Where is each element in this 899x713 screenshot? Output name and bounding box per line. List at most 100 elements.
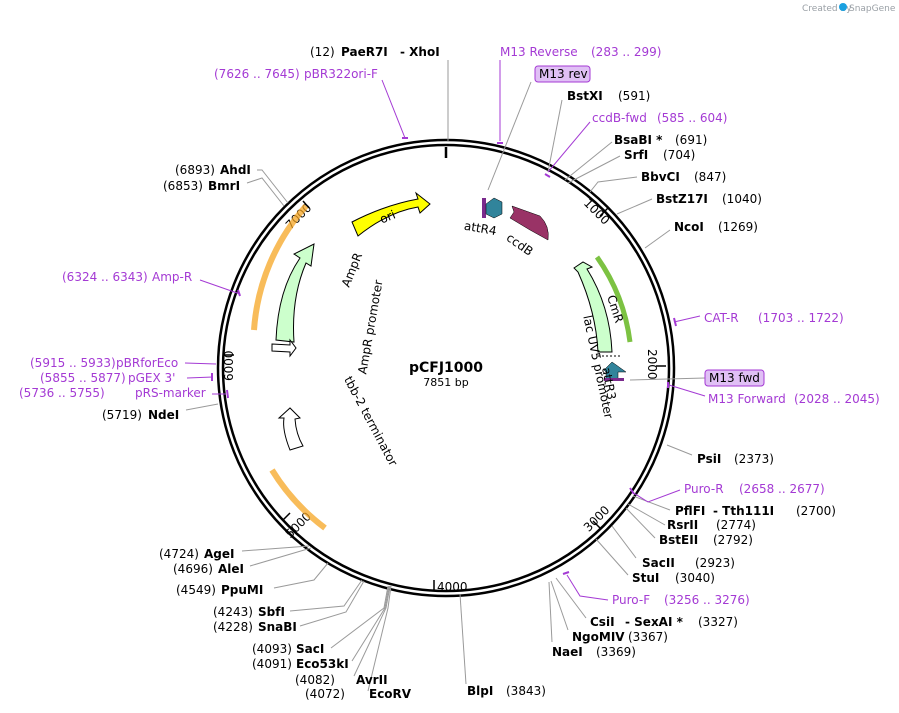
enzyme-ecorv[interactable]: (4072) EcoRV — [305, 687, 412, 701]
enzyme-naei-name: NaeI — [552, 645, 583, 659]
line-puror — [631, 489, 681, 503]
enzyme-sacii-pos: (2923) — [695, 556, 735, 570]
enzyme-bstz17i-name: BstZ17I — [656, 192, 708, 206]
line-ngomiv — [550, 580, 569, 631]
primer-ampr-range: (6324 .. 6343) — [62, 270, 148, 284]
line-saci — [330, 585, 389, 649]
enzyme-ahdi-name: AhdI — [220, 163, 251, 177]
primer-m13fwd[interactable]: M13 fwd M13 Forward (2028 .. 2045) — [704, 369, 880, 406]
enzyme-ndei-name: NdeI — [148, 408, 179, 422]
line-m13rev-box — [487, 81, 532, 191]
enzyme-rsrii[interactable]: RsrII (2774) — [667, 518, 756, 532]
brand-created-by: Created by — [802, 4, 852, 14]
enzyme-snabi[interactable]: (4228) SnaBI — [213, 620, 297, 634]
enzyme-sacii[interactable]: SacII (2923) — [642, 556, 735, 570]
snapgene-logo-icon — [839, 3, 847, 11]
primer-m13rev-box-label: M13 rev — [539, 67, 588, 81]
primer-prsmarker[interactable]: (5736 .. 5755) pRS-marker — [19, 386, 206, 400]
tick-label-2000: 2000 — [645, 349, 659, 380]
enzyme-blpi-name: BlpI — [467, 684, 493, 698]
enzyme-avrii-name: AvrII — [356, 673, 388, 687]
primer-pgex3[interactable]: (5855 .. 5877) pGEX 3' — [40, 371, 175, 385]
enzyme-eco53ki[interactable]: (4091) Eco53kI — [252, 657, 349, 671]
enzyme-srfi[interactable]: SrfI (704) — [624, 148, 695, 162]
enzyme-naei[interactable]: NaeI (3369) — [552, 645, 636, 659]
enzyme-agei-name: AgeI — [204, 547, 234, 561]
ampr-primer-mark — [237, 289, 241, 297]
enzyme-alei[interactable]: (4696) AleI — [173, 562, 244, 576]
enzyme-paer7i[interactable]: (12) PaeR7I - XhoI — [310, 45, 440, 59]
line-stui — [595, 538, 629, 576]
primer-catr[interactable]: CAT-R (1703 .. 1722) — [704, 311, 844, 325]
primer-purof[interactable]: Puro-F (3256 .. 3276) — [612, 593, 750, 607]
enzyme-alei-name: AleI — [218, 562, 244, 576]
enzyme-ngomiv[interactable]: NgoMIV (3367) — [572, 630, 668, 644]
enzyme-bsabi[interactable]: BsaBI * (691) — [614, 133, 707, 147]
enzyme-bstz17i[interactable]: BstZ17I (1040) — [656, 192, 762, 206]
enzyme-blpi[interactable]: BlpI (3843) — [467, 684, 546, 698]
enzyme-psii[interactable]: PsiI (2373) — [697, 452, 774, 466]
primer-pbr322ori[interactable]: (7626 .. 7645) pBR322ori-F — [214, 67, 378, 81]
enzyme-stui[interactable]: StuI (3040) — [632, 571, 715, 585]
plasmid-name: pCFJ1000 — [409, 360, 483, 376]
line-ampr-primer — [199, 279, 241, 295]
primer-m13rev[interactable]: M13 Reverse (283 .. 299) M13 rev — [500, 45, 661, 83]
enzyme-saci-name: SacI — [296, 642, 324, 656]
enzyme-bsteii[interactable]: BstEII (2792) — [659, 533, 753, 547]
enzyme-srfi-pos: (704) — [663, 148, 695, 162]
primer-prsmarker-range: (5736 .. 5755) — [19, 386, 105, 400]
enzyme-snabi-pos: (4228) — [213, 620, 253, 634]
line-pbr322ori — [381, 79, 406, 139]
prsmarker-mark — [226, 389, 229, 399]
primer-m13fwd-box-label: M13 fwd — [709, 371, 760, 385]
enzyme-ppumi[interactable]: (4549) PpuMI — [176, 583, 263, 597]
enzyme-eco53ki-name: Eco53kI — [296, 657, 349, 671]
enzyme-bstxi-pos: (591) — [618, 89, 650, 103]
primer-m13rev-range: (283 .. 299) — [591, 45, 661, 59]
tick-mark-5000 — [282, 512, 291, 521]
enzyme-ahdi[interactable]: (6893) AhdI — [175, 163, 251, 177]
enzyme-sbfi[interactable]: (4243) SbfI — [213, 605, 285, 619]
line-bsteii — [625, 507, 656, 539]
feature-attr4-label: attR4 — [463, 219, 498, 238]
enzyme-paer7i-name: PaeR7I — [341, 45, 388, 59]
enzyme-ngomiv-name: NgoMIV — [572, 630, 625, 644]
tick-label-4000: 4000 — [437, 580, 468, 594]
green-band-cmr — [594, 255, 633, 343]
primer-puror-name: Puro-R — [684, 482, 724, 496]
enzyme-bbvci[interactable]: BbvCI (847) — [641, 170, 726, 184]
primer-puror-range: (2658 .. 2677) — [739, 482, 825, 496]
enzyme-ndei-pos: (5719) — [102, 408, 142, 422]
backbone-inner — [221, 143, 671, 593]
primer-ccdbfwd[interactable]: ccdB-fwd (585 .. 604) — [592, 111, 727, 125]
enzyme-paer7i-pos: (12) — [310, 45, 335, 59]
enzyme-avrii[interactable]: (4082) AvrII — [295, 673, 388, 687]
tick-mark-3000 — [592, 520, 601, 529]
orange-band-upper — [251, 204, 309, 331]
line-catr — [673, 315, 701, 323]
enzyme-bstxi-name: BstXI — [567, 89, 603, 103]
feature-ori-arrow — [351, 191, 431, 237]
enzyme-bstxi[interactable]: BstXI (591) — [567, 89, 650, 103]
enzyme-agei[interactable]: (4724) AgeI — [159, 547, 234, 561]
enzyme-ncoi[interactable]: NcoI (1269) — [674, 220, 758, 234]
line-bbvci — [589, 176, 638, 193]
enzyme-csii-extra: - SexAI * — [625, 615, 684, 629]
enzyme-bmri-name: BmrI — [208, 179, 240, 193]
enzyme-saci[interactable]: (4093) SacI — [252, 642, 324, 656]
tick-label-1000: 1000 — [581, 196, 612, 227]
primer-ampr[interactable]: (6324 .. 6343) Amp-R — [62, 270, 192, 284]
enzyme-ndei[interactable]: (5719) NdeI — [102, 408, 179, 422]
line-csii — [555, 577, 587, 619]
enzyme-bmri-pos: (6853) — [163, 179, 203, 193]
line-ecorv — [367, 585, 392, 692]
enzyme-saci-pos: (4093) — [252, 642, 292, 656]
enzyme-bmri[interactable]: (6853) BmrI — [163, 179, 240, 193]
enzyme-pflfi[interactable]: PflFI - Tth111I (2700) — [675, 504, 836, 518]
enzyme-csii[interactable]: CsiI - SexAI * (3327) — [590, 615, 738, 629]
primer-pbrforeco[interactable]: (5915 .. 5933) pBRforEco — [30, 356, 178, 370]
enzyme-bbvci-pos: (847) — [694, 170, 726, 184]
primer-puror[interactable]: Puro-R (2658 .. 2677) — [684, 482, 825, 496]
primer-catr-range: (1703 .. 1722) — [758, 311, 844, 325]
